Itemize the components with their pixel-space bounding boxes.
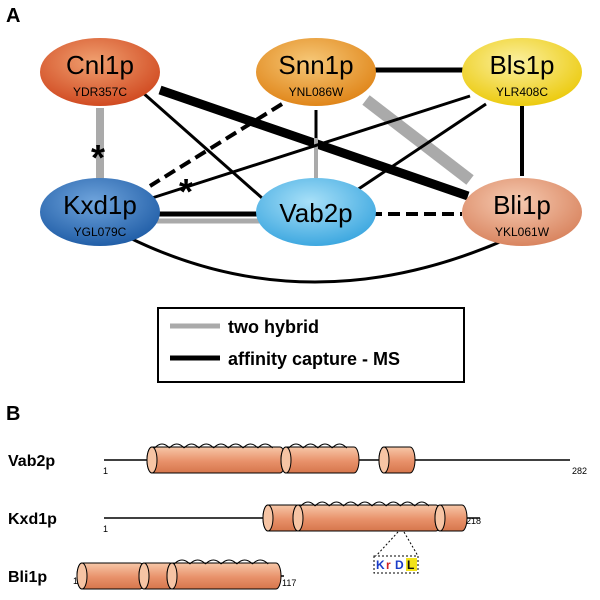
star-kxd1p-bls1p: *	[179, 171, 193, 212]
interaction-edges	[96, 67, 524, 284]
helix	[76, 562, 146, 590]
node-bls1p-name: Bls1p	[489, 50, 554, 80]
edge-kxd1p-bli1p	[121, 232, 519, 284]
node-bls1p-orf: YLR408C	[496, 85, 548, 99]
node-vab2p-name: Vab2p	[279, 198, 352, 228]
edge-bls1p-kxd1p	[151, 94, 471, 200]
protein-vab2p-end: 282	[572, 466, 587, 476]
edge-cnl1p-vab2p	[141, 90, 263, 200]
motif-pointer-right	[403, 531, 419, 557]
edge-bls1p-vab2p	[353, 102, 487, 194]
protein-bli1p-start: 1	[73, 576, 78, 586]
node-bli1p-name: Bli1p	[493, 190, 551, 220]
node-cnl1p: Cnl1p YDR357C	[40, 38, 160, 106]
node-vab2p: Vab2p	[256, 178, 376, 246]
protein-kxd1p: Kxd1p 1 218 K r D L	[8, 501, 481, 574]
node-cnl1p-name: Cnl1p	[66, 50, 134, 80]
protein-vab2p: Vab2p 1 282	[8, 443, 587, 476]
protein-kxd1p-name: Kxd1p	[8, 511, 57, 528]
node-cnl1p-orf: YDR357C	[73, 85, 127, 99]
protein-kxd1p-start: 1	[103, 524, 108, 534]
node-snn1p-orf: YNL086W	[289, 85, 344, 99]
helix-coiled	[166, 559, 282, 590]
panel-b-label: B	[6, 403, 20, 425]
panel-a-label: A	[6, 5, 20, 27]
legend-affinity-label: affinity capture - MS	[228, 349, 400, 369]
protein-bli1p-end: 117	[282, 578, 296, 588]
node-bli1p: Bli1p YKL061W	[462, 178, 582, 246]
node-kxd1p: Kxd1p YGL079C	[40, 178, 160, 246]
legend: two hybrid affinity capture - MS	[157, 307, 465, 383]
node-kxd1p-name: Kxd1p	[63, 190, 137, 220]
node-bli1p-orf: YKL061W	[495, 225, 550, 239]
helix-coiled	[280, 443, 360, 474]
motif-pointer-left	[375, 531, 399, 557]
legend-two-hybrid-label: two hybrid	[228, 317, 319, 337]
protein-bli1p: Bli1p 1 117	[8, 559, 296, 590]
edge-snn1p-kxd1p	[148, 102, 284, 188]
node-kxd1p-orf: YGL079C	[74, 225, 127, 239]
protein-bli1p-name: Bli1p	[8, 569, 47, 586]
protein-vab2p-name: Vab2p	[8, 453, 55, 470]
krdl-motif-letter-d: D	[395, 558, 404, 572]
edge-snn1p-bli1p	[362, 95, 474, 185]
krdl-motif-letter-r: r	[386, 558, 391, 572]
krdl-motif-l-bg	[406, 558, 417, 571]
krdl-motif: K r D L	[373, 555, 419, 574]
star-cnl1p-kxd1p: *	[91, 137, 105, 178]
krdl-motif-letter-k: K	[376, 558, 385, 572]
helix	[434, 504, 468, 532]
krdl-motif-letter-l: L	[407, 558, 414, 572]
node-snn1p-name: Snn1p	[278, 50, 353, 80]
protein-kxd1p-end: 218	[466, 516, 481, 526]
protein-vab2p-start: 1	[103, 466, 108, 476]
helix-coiled	[146, 443, 286, 474]
node-bls1p: Bls1p YLR408C	[462, 38, 582, 106]
helix-coiled	[292, 501, 442, 532]
node-snn1p: Snn1p YNL086W	[256, 38, 376, 106]
helix	[378, 446, 416, 474]
